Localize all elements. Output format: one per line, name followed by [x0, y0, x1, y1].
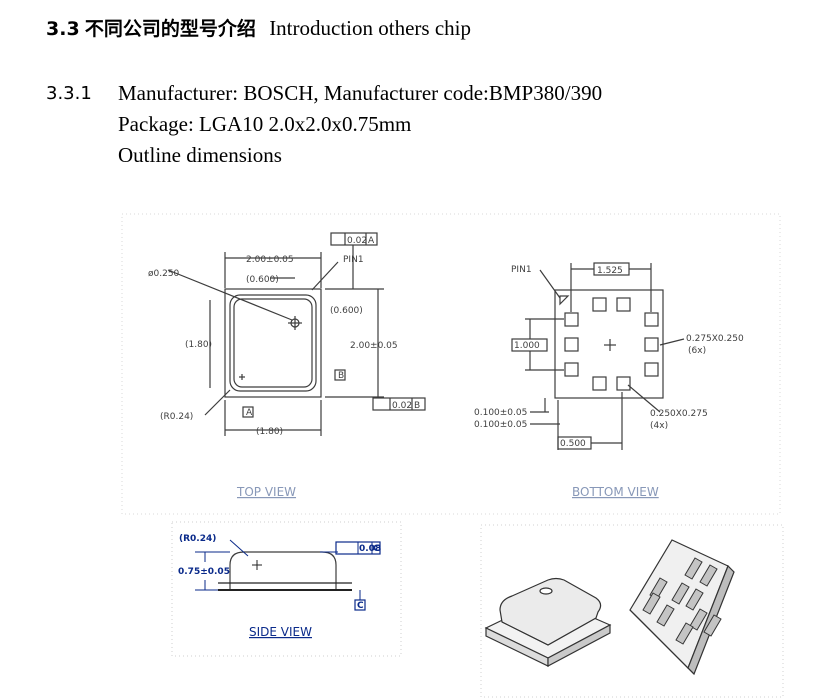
drawing-frame: [121, 213, 781, 515]
manufacturer-line: Manufacturer: BOSCH, Manufacturer code:B…: [118, 81, 603, 105]
dim-center-pad-size: 0.250X0.275: [650, 409, 708, 419]
side-view: (R0.24) 0.75±0.05 0.08 C C SIDE VIEW: [171, 521, 402, 657]
side-profile: [218, 551, 352, 591]
section-heading: 3.3 不同公司的型号介绍 Introduction others chip: [46, 14, 471, 41]
section-title-cn: 不同公司的型号介绍: [84, 18, 256, 40]
dim-edge-gap-2: 0.100±0.05: [474, 420, 527, 430]
side-flatness: 0.08: [359, 544, 381, 554]
bottom-view-label: BOTTOM VIEW: [572, 485, 659, 499]
section-number: 3.3: [46, 18, 80, 40]
side-datum-c: C: [357, 601, 364, 611]
dim-side-pad-count: (6x): [688, 346, 706, 356]
package-outline: [224, 288, 322, 398]
dim-lid-width: (1.80): [256, 427, 283, 437]
tolerance-bottom-datum: B: [414, 401, 420, 411]
datum-a: A: [246, 408, 253, 418]
subsection-number: 3.3.1: [46, 83, 92, 104]
tolerance-bottom: 0.02: [392, 401, 412, 411]
dim-hole-diameter: ø0.250: [148, 269, 180, 279]
section-title-en: Introduction others chip: [269, 16, 471, 40]
bottom-view: PIN1 1.525 1.000 0.275X0.250 (6x) 0.100±…: [474, 262, 744, 499]
package-line: Package: LGA10 2.0x2.0x0.75mm: [118, 112, 412, 136]
pin1-label-top: PIN1: [343, 255, 364, 265]
package-lid: [229, 294, 317, 392]
datum-b: B: [338, 371, 344, 381]
package-3d-render: [480, 524, 784, 698]
dim-pad-pitch-y: 1.000: [514, 341, 540, 351]
side-dim-height: 0.75±0.05: [178, 567, 230, 577]
dim-corner-radius: (R0.24): [160, 412, 193, 422]
side-flatness-datum: C: [373, 544, 380, 554]
dim-edge-gap-1: 0.100±0.05: [474, 408, 527, 418]
dim-pad-pitch-bottom: 0.500: [560, 439, 586, 449]
dim-lid-height: (1.80): [185, 340, 212, 350]
side-view-label: SIDE VIEW: [249, 625, 312, 639]
package-lid-inner: [233, 298, 313, 388]
tolerance-top-datum: A: [368, 236, 375, 246]
pin1-label-bottom: PIN1: [511, 265, 532, 275]
tolerance-top: 0.02: [347, 236, 367, 246]
dim-side-pad-size: 0.275X0.250: [686, 334, 744, 344]
dim-height: 2.00±0.05: [350, 341, 398, 351]
dim-hole-y: (0.600): [330, 306, 363, 316]
dim-pad-pitch-x: 1.525: [597, 266, 623, 276]
top-view: ø0.250 2.00±0.05 (0.600) PIN1 (0.600) (1…: [148, 232, 426, 499]
dim-width: 2.00±0.05: [246, 255, 294, 265]
side-dim-radius: (R0.24): [179, 534, 216, 544]
outline-line: Outline dimensions: [118, 143, 282, 167]
top-view-label: TOP VIEW: [236, 485, 296, 499]
dim-center-pad-count: (4x): [650, 421, 668, 431]
dim-hole-x: (0.600): [246, 275, 279, 285]
